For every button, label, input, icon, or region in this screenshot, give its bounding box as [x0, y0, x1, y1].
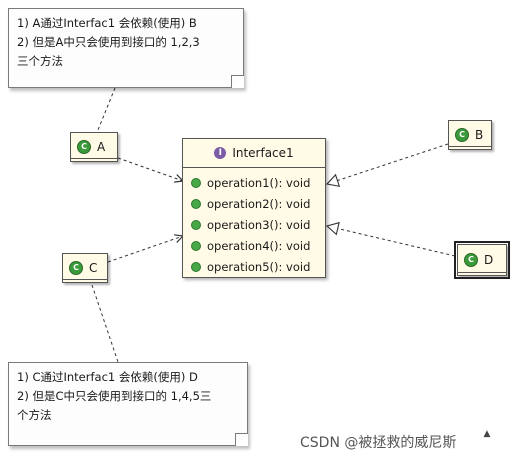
interface-operations: operation1(): void operation2(): void op… — [183, 168, 325, 277]
operation-item[interactable]: operation5(): void — [183, 256, 325, 277]
class-icon: C — [69, 261, 83, 275]
class-c[interactable]: C C — [62, 253, 108, 283]
public-method-icon — [191, 219, 201, 230]
operation-item[interactable]: operation1(): void — [183, 172, 325, 193]
note-top: 1) A通过Interfac1 会依赖(使用) B 2) 但是A中只会使用到接口… — [8, 8, 244, 88]
public-method-icon — [191, 198, 201, 209]
class-a-label: A — [97, 140, 106, 154]
public-method-icon — [191, 177, 201, 188]
class-d-label: D — [484, 253, 494, 267]
operation-label: operation3(): void — [207, 217, 311, 232]
operation-item[interactable]: operation2(): void — [183, 193, 325, 214]
note-top-line-3: 三个方法 — [17, 54, 63, 68]
operation-label: operation1(): void — [207, 175, 311, 190]
note-bottom-line-2: 2) 但是C中只会使用到接口的 1,4,5三 — [17, 389, 212, 403]
note-top-line-2: 2) 但是A中只会使用到接口的 1,2,3 — [17, 35, 200, 49]
class-b-label: B — [475, 128, 484, 142]
operation-item[interactable]: operation4(): void — [183, 235, 325, 256]
public-method-icon — [191, 240, 201, 251]
note-bottom-line-1: 1) C通过Interfac1 会依赖(使用) D — [17, 370, 198, 384]
public-method-icon — [191, 261, 201, 272]
note-bottom: 1) C通过Interfac1 会依赖(使用) D 2) 但是C中只会使用到接口… — [8, 362, 248, 446]
note-fold-corner — [231, 75, 244, 88]
operation-label: operation4(): void — [207, 238, 311, 253]
interface-box[interactable]: I Interface1 operation1(): void operatio… — [182, 138, 326, 278]
class-icon: C — [77, 140, 91, 154]
watermark: CSDN @被拯救的威尼斯 — [300, 435, 457, 451]
class-c-label: C — [89, 261, 98, 275]
class-a[interactable]: C A — [70, 132, 118, 162]
dependency-a-to-interface — [117, 157, 183, 181]
interface-header: I Interface1 — [183, 139, 325, 168]
realization-d-to-interface — [325, 221, 456, 257]
operation-label: operation2(): void — [207, 196, 311, 211]
operation-item[interactable]: operation3(): void — [183, 214, 325, 235]
note-top-line-1: 1) A通过Interfac1 会依赖(使用) B — [17, 16, 197, 30]
corner-toolbar-icon: ▲ — [483, 429, 491, 439]
class-icon: C — [464, 253, 478, 267]
class-d[interactable]: C D — [454, 241, 510, 279]
note-bottom-line-3: 个方法 — [17, 408, 52, 422]
class-icon: C — [455, 128, 469, 142]
note-anchor-bottom — [91, 284, 119, 363]
dependency-c-to-interface — [107, 236, 183, 263]
interface-name: Interface1 — [232, 146, 294, 160]
realization-b-to-interface — [325, 143, 449, 187]
note-fold-corner — [235, 433, 248, 446]
operation-label: operation5(): void — [207, 259, 311, 274]
note-anchor-top — [97, 87, 116, 131]
interface-icon: I — [214, 147, 227, 159]
class-b[interactable]: C B — [448, 120, 492, 150]
